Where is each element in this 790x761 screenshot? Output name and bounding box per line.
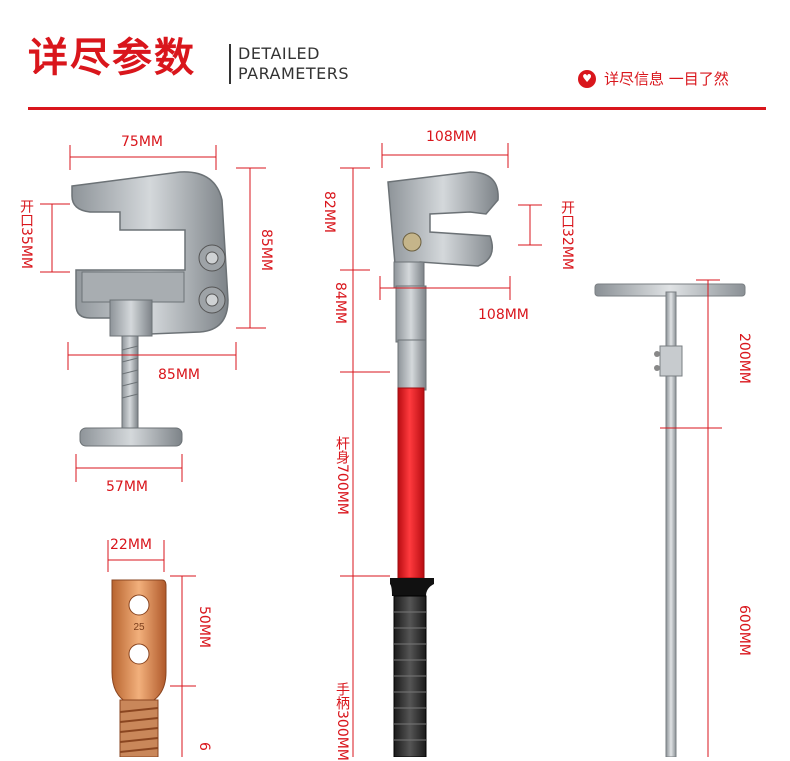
pole-neck-height-label: 84MM (332, 282, 348, 324)
page-title: 详尽参数 (28, 35, 196, 81)
pole-jaw-width-label: 108MM (478, 307, 529, 323)
header-rule (28, 107, 766, 110)
clamp-handle-width-label: 57MM (106, 479, 148, 495)
lug-partial-label: 6 (196, 742, 212, 751)
title-divider (229, 44, 231, 84)
subtitle-line-1: DETAILED (238, 44, 320, 63)
rod-lower-length-label: 600MM (736, 605, 752, 656)
subtitle-line-2: PARAMETERS (238, 64, 350, 83)
tagline: ♥ 详尽信息 一目了然 (578, 68, 729, 89)
rod-dimension-lines (660, 279, 722, 757)
rod-upper-length-label: 200MM (736, 333, 752, 384)
lug-height-label: 50MM (196, 606, 212, 648)
clamp-dimension-lines (40, 145, 266, 482)
clamp-height-label: 85MM (258, 229, 274, 271)
pole-handle-length-label: 手柄300MM (334, 682, 350, 761)
clamp-opening-label: 开口35MM (18, 199, 34, 269)
page-subtitle: DETAILED PARAMETERS (238, 44, 349, 84)
lug-dimension-lines (107, 540, 196, 757)
lug-stamp: 25 (133, 622, 145, 633)
tagline-text: 详尽信息 一目了然 (604, 70, 729, 88)
pole-head-height-label: 82MM (321, 191, 337, 233)
pole-dimension-lines (340, 143, 542, 757)
pole-opening-label: 开口32MM (559, 200, 575, 270)
heart-icon: ♥ (578, 69, 596, 88)
pole-head-width-label: 108MM (426, 129, 477, 145)
insulated-pole (387, 171, 499, 757)
clamp-top-width-label: 75MM (121, 134, 163, 150)
copper-lug (111, 579, 167, 757)
clamp-mid-width-label: 85MM (158, 367, 200, 383)
lug-width-label: 22MM (110, 537, 152, 553)
pole-body-length-label: 杆身700MM (334, 436, 350, 515)
grounding-rod (594, 283, 746, 757)
grounding-clamp (71, 171, 229, 447)
